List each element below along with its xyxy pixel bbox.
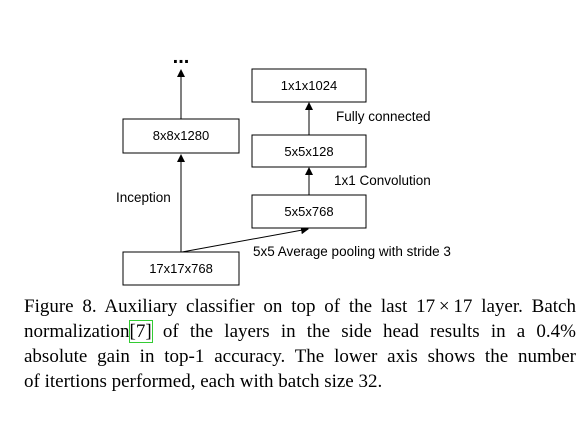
auxiliary-classifier-diagram: 17x17x768 8x8x1280 5x5x768 5x5x128 1x1x1… — [116, 46, 451, 286]
caption-line-4: of itertions performed, each with batch … — [24, 371, 383, 392]
caption-line-2: normalization[7] of the layers in the si… — [24, 319, 576, 344]
node-17x17x768-label: 17x17x768 — [149, 261, 213, 276]
node-8x8x1280-label: 8x8x1280 — [153, 128, 209, 143]
edge-label-inception: Inception — [116, 190, 171, 205]
edge-label-fc: Fully connected — [336, 109, 431, 124]
edge-label-avg-pool: 5x5 Average pooling with stride 3 — [253, 244, 451, 259]
caption-line-3: absolute gain in top-1 accuracy. The low… — [24, 346, 576, 367]
node-5x5x128-label: 5x5x128 — [284, 144, 333, 159]
node-8x8x1280: 8x8x1280 — [122, 118, 240, 154]
figure-label: Figure 8. — [24, 296, 97, 317]
caption-line-2-pre: normalization — [24, 321, 130, 342]
node-1x1x1024-label: 1x1x1024 — [281, 78, 337, 93]
node-5x5x768: 5x5x768 — [251, 194, 367, 229]
caption-line-1: Figure 8. Auxiliary classifier on top of… — [24, 294, 576, 319]
arrow-to-5x5x768 — [181, 226, 309, 253]
edge-label-conv: 1x1 Convolution — [334, 173, 431, 188]
caption-line-2-post: of the layers in the side head results i… — [151, 321, 576, 342]
node-17x17x768: 17x17x768 — [122, 251, 240, 286]
figure-caption: Figure 8. Auxiliary classifier on top of… — [24, 294, 576, 394]
node-5x5x128: 5x5x128 — [251, 134, 367, 168]
caption-line-1-text: Auxiliary classifier on top of the last … — [96, 296, 576, 317]
node-5x5x768-label: 5x5x768 — [284, 204, 333, 219]
citation-link[interactable]: [7] — [128, 320, 153, 343]
ellipsis: ... — [173, 46, 190, 68]
node-1x1x1024: 1x1x1024 — [251, 68, 367, 103]
